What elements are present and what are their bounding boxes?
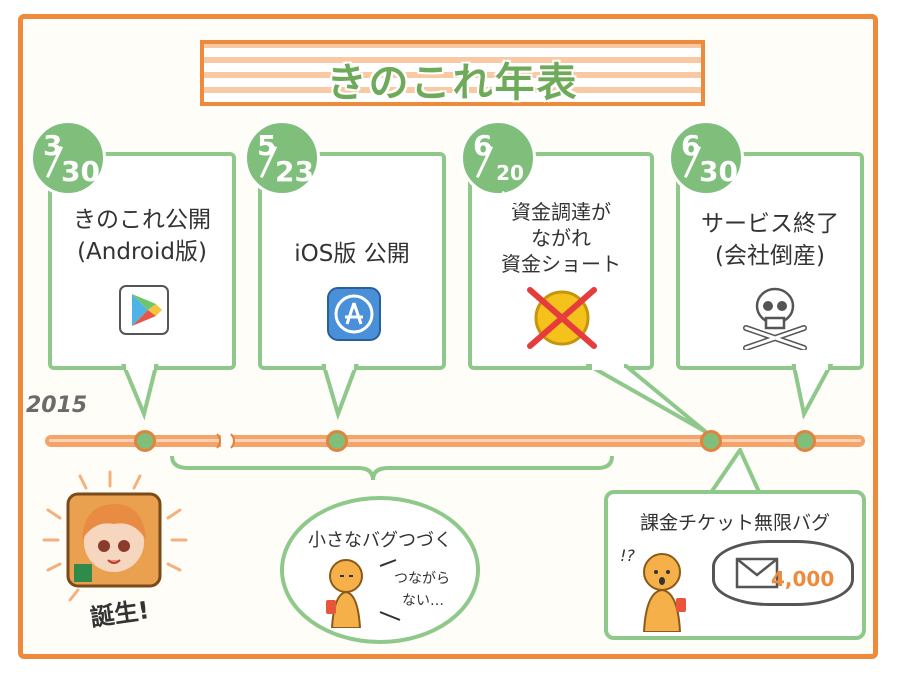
event-4-pointer bbox=[791, 362, 834, 420]
event-1-day: 30 bbox=[61, 155, 100, 188]
event-2-date-badge: 5 23 bbox=[244, 120, 320, 196]
bug-bubble-title: 小さなバグつづく bbox=[308, 530, 452, 551]
birth-area: 誕生! bbox=[40, 470, 190, 650]
event-3-line-3: 資金ショート bbox=[501, 252, 621, 276]
sparkle-lines-icon bbox=[42, 470, 188, 602]
timeline-point-4 bbox=[794, 430, 816, 452]
timeline-point-1 bbox=[134, 430, 156, 452]
event-2-pointer bbox=[321, 362, 359, 421]
skull-crossbones-icon bbox=[743, 287, 807, 350]
event-2-day: 23 bbox=[275, 155, 314, 188]
year-label: 2015 bbox=[26, 393, 88, 418]
birth-label: 誕生! bbox=[88, 596, 151, 632]
bug-bubble: 小さなバグつづく つながら ない… bbox=[280, 496, 480, 644]
crossed-coin-icon bbox=[527, 287, 597, 349]
event-4-date-badge: 6 30 bbox=[668, 120, 744, 196]
title-banner: きのこれ年表 bbox=[200, 40, 705, 106]
bug-speech-line-2: ない… bbox=[402, 593, 444, 609]
event-1-line-2: (Android版) bbox=[77, 239, 207, 265]
event-1-date-badge: 3 30 bbox=[30, 120, 106, 196]
google-play-icon bbox=[119, 285, 169, 335]
event-1-pointer bbox=[121, 362, 159, 421]
timeline-bar bbox=[45, 432, 865, 450]
event-4-line-1: サービス終了 bbox=[701, 211, 839, 237]
event-3-line-1: 資金調達が bbox=[511, 200, 611, 224]
event-4-line-2: (会社倒産) bbox=[715, 243, 825, 269]
event-3-pointer bbox=[586, 362, 708, 434]
ticket-bug-bubble: 課金チケット無限バグ !? 4,000 bbox=[604, 490, 866, 640]
timeline-point-2 bbox=[326, 430, 348, 452]
timeline-point-3 bbox=[700, 430, 722, 452]
event-3-line-2: ながれ bbox=[531, 226, 591, 250]
mail-icon bbox=[735, 557, 779, 589]
game-character-icon bbox=[66, 492, 162, 588]
stick-figure-phone-icon bbox=[326, 559, 363, 628]
mail-speech-bubble: 4,000 bbox=[712, 540, 854, 606]
bug-speech-line-1: つながら bbox=[394, 571, 450, 587]
speech-lines-icon bbox=[379, 559, 401, 621]
surprised-figure-icon bbox=[642, 553, 686, 632]
event-4-day: 30 bbox=[699, 155, 738, 188]
ticket-bubble-title: 課金チケット無限バグ bbox=[639, 512, 830, 534]
event-2-line-1: iOS版 公開 bbox=[294, 241, 410, 267]
event-1-line-1: きのこれ公開 bbox=[73, 207, 211, 233]
event-3-day: 20頃 bbox=[496, 161, 524, 213]
surprise-mark: !? bbox=[620, 546, 635, 565]
page-title: きのこれ年表 bbox=[326, 60, 579, 106]
ticket-amount: 4,000 bbox=[771, 567, 835, 591]
bug-period-bracket bbox=[170, 455, 614, 481]
event-3-date-badge: 6 20頃 bbox=[460, 120, 536, 213]
app-store-icon bbox=[327, 287, 381, 341]
